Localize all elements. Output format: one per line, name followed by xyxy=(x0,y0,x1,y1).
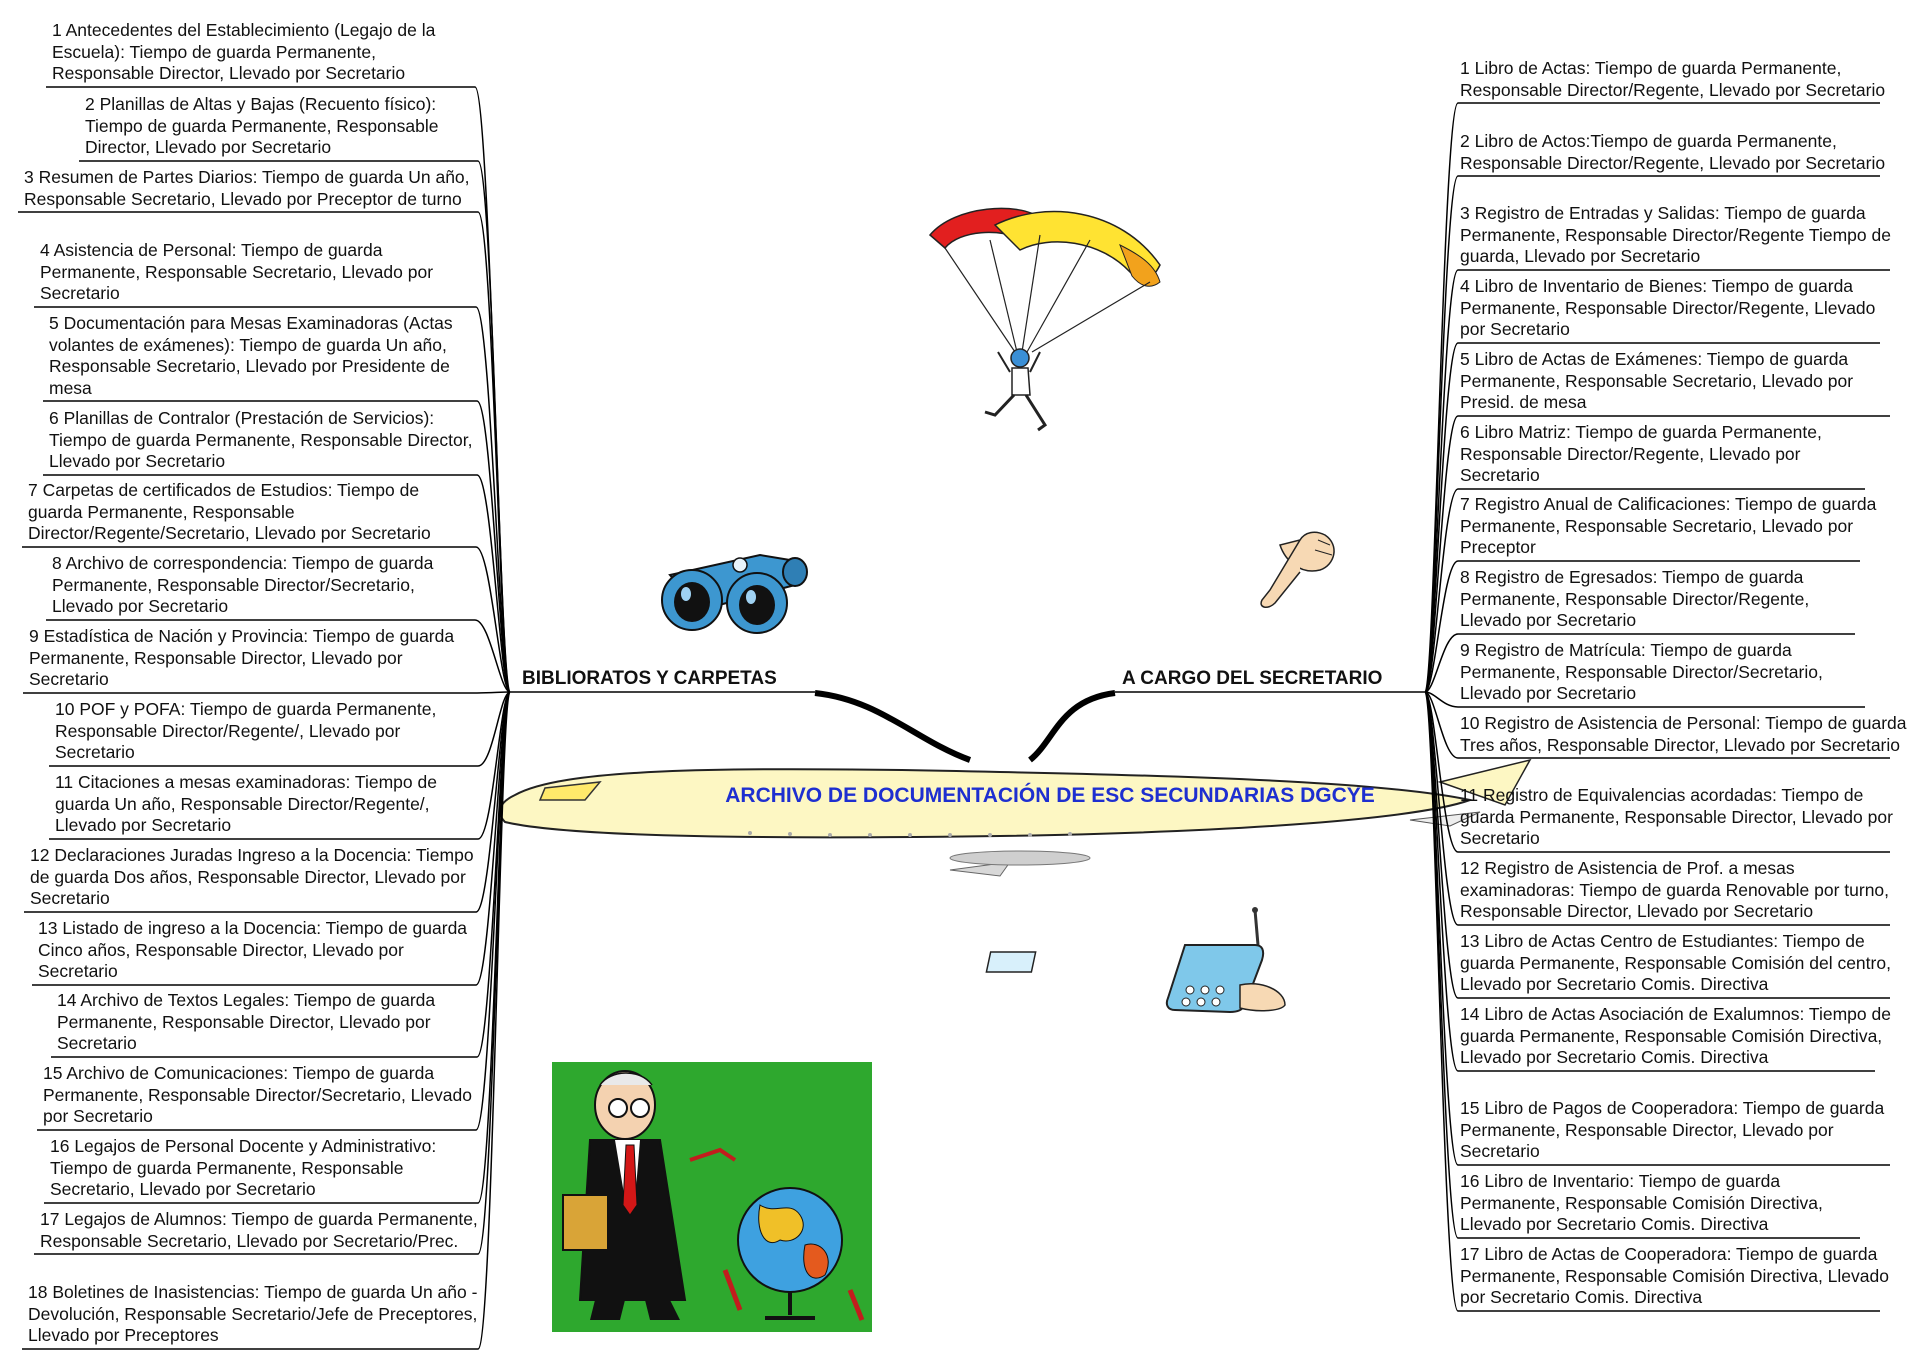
professor-globe-icon xyxy=(552,1062,872,1332)
right-item-connector xyxy=(1424,488,1459,693)
left-item-16: 16 Legajos de Personal Docente y Adminis… xyxy=(50,1136,437,1199)
right-branch-connectors xyxy=(1424,102,1890,1312)
left-item-18: 18 Boletines de Inasistencias: Tiempo de… xyxy=(28,1282,478,1345)
left-item-13: 13 Listado de ingreso a la Docencia: Tie… xyxy=(38,918,468,981)
left-item-11: 11 Citaciones a mesas examinadoras: Tiem… xyxy=(55,772,437,835)
right-item-connector xyxy=(1424,691,1459,759)
left-item-2: 2 Planillas de Altas y Bajas (Recuento f… xyxy=(85,94,439,157)
binoculars-icon xyxy=(661,553,808,634)
left-item-17: 17 Legajos de Alumnos: Tiempo de guarda … xyxy=(40,1209,478,1251)
left-item-9: 9 Estadística de Nación y Provincia: Tie… xyxy=(29,626,455,689)
left-trunk xyxy=(814,690,972,763)
left-item-connector xyxy=(477,211,511,693)
left-item-14: 14 Archivo de Textos Legales: Tiempo de … xyxy=(57,990,436,1053)
left-item-connector xyxy=(474,619,511,693)
left-item-10: 10 POF y POFA: Tiempo de guarda Permanen… xyxy=(55,699,437,762)
right-item-7: 7 Registro Anual de Calificaciones: Tiem… xyxy=(1460,494,1877,557)
pointing-hand-icon xyxy=(1260,531,1335,608)
left-item-connector xyxy=(476,474,511,693)
parachute-icon xyxy=(928,207,1161,432)
right-item-6: 6 Libro Matriz: Tiempo de guarda Permane… xyxy=(1460,422,1822,485)
right-item-15: 15 Libro de Pagos de Cooperadora: Tiempo… xyxy=(1460,1098,1885,1161)
right-item-connector xyxy=(1424,560,1459,693)
right-item-10: 10 Registro de Asistencia de Personal: T… xyxy=(1460,713,1907,755)
right-item-connector xyxy=(1424,691,1459,1166)
branch-label-bibliioratos: BIBLIORATOS Y CARPETAS xyxy=(522,668,777,689)
central-title: ARCHIVO DE DOCUMENTACIÓN DE ESC SECUNDAR… xyxy=(725,784,1375,807)
left-item-7: 7 Carpetas de certificados de Estudios: … xyxy=(28,480,431,543)
left-item-3: 3 Resumen de Partes Diarios: Tiempo de g… xyxy=(24,167,470,209)
right-item-5: 5 Libro de Actas de Exámenes: Tiempo de … xyxy=(1460,349,1854,412)
right-item-16: 16 Libro de Inventario: Tiempo de guarda… xyxy=(1460,1171,1823,1234)
left-item-connector xyxy=(477,691,511,1350)
right-item-1: 1 Libro de Actas: Tiempo de guarda Perma… xyxy=(1460,58,1886,100)
left-branch-connectors xyxy=(18,86,511,1350)
left-item-12: 12 Declaraciones Juradas Ingreso a la Do… xyxy=(30,845,474,908)
left-item-connector xyxy=(477,691,511,1204)
left-item-4: 4 Asistencia de Personal: Tiempo de guar… xyxy=(40,240,434,303)
right-item-13: 13 Libro de Actas Centro de Estudiantes:… xyxy=(1460,931,1891,994)
right-item-11: 11 Registro de Equivalencias acordadas: … xyxy=(1460,785,1893,848)
right-item-connector xyxy=(1424,633,1459,693)
left-item-connector xyxy=(475,546,511,693)
right-item-2: 2 Libro de Actos:Tiempo de guarda Perman… xyxy=(1460,131,1886,173)
left-item-connector xyxy=(476,691,511,694)
right-item-17: 17 Libro de Actas de Cooperadora: Tiempo… xyxy=(1460,1244,1889,1307)
right-item-4: 4 Libro de Inventario de Bienes: Tiempo … xyxy=(1460,276,1876,339)
left-item-6: 6 Planillas de Contralor (Prestación de … xyxy=(49,408,473,471)
left-item-15: 15 Archivo de Comunicaciones: Tiempo de … xyxy=(43,1063,472,1126)
right-item-connector xyxy=(1424,691,1459,1312)
mobile-phone-icon xyxy=(985,907,1286,1014)
left-item-connector xyxy=(477,691,511,767)
right-item-12: 12 Registro de Asistencia de Prof. a mes… xyxy=(1460,858,1890,921)
right-trunk xyxy=(1028,690,1116,763)
right-item-9: 9 Registro de Matrícula: Tiempo de guard… xyxy=(1460,640,1823,703)
right-item-14: 14 Libro de Actas Asociación de Exalumno… xyxy=(1460,1004,1891,1067)
left-item-8: 8 Archivo de correspondencia: Tiempo de … xyxy=(52,553,434,616)
left-item-5: 5 Documentación para Mesas Examinadoras … xyxy=(49,313,453,398)
left-item-1: 1 Antecedentes del Establecimiento (Lega… xyxy=(52,20,436,83)
right-item-8: 8 Registro de Egresados: Tiempo de guard… xyxy=(1460,567,1810,630)
airplane-icon xyxy=(498,758,1532,877)
branch-label-secretario: A CARGO DEL SECRETARIO xyxy=(1122,668,1383,689)
right-item-3: 3 Registro de Entradas y Salidas: Tiempo… xyxy=(1460,203,1891,266)
